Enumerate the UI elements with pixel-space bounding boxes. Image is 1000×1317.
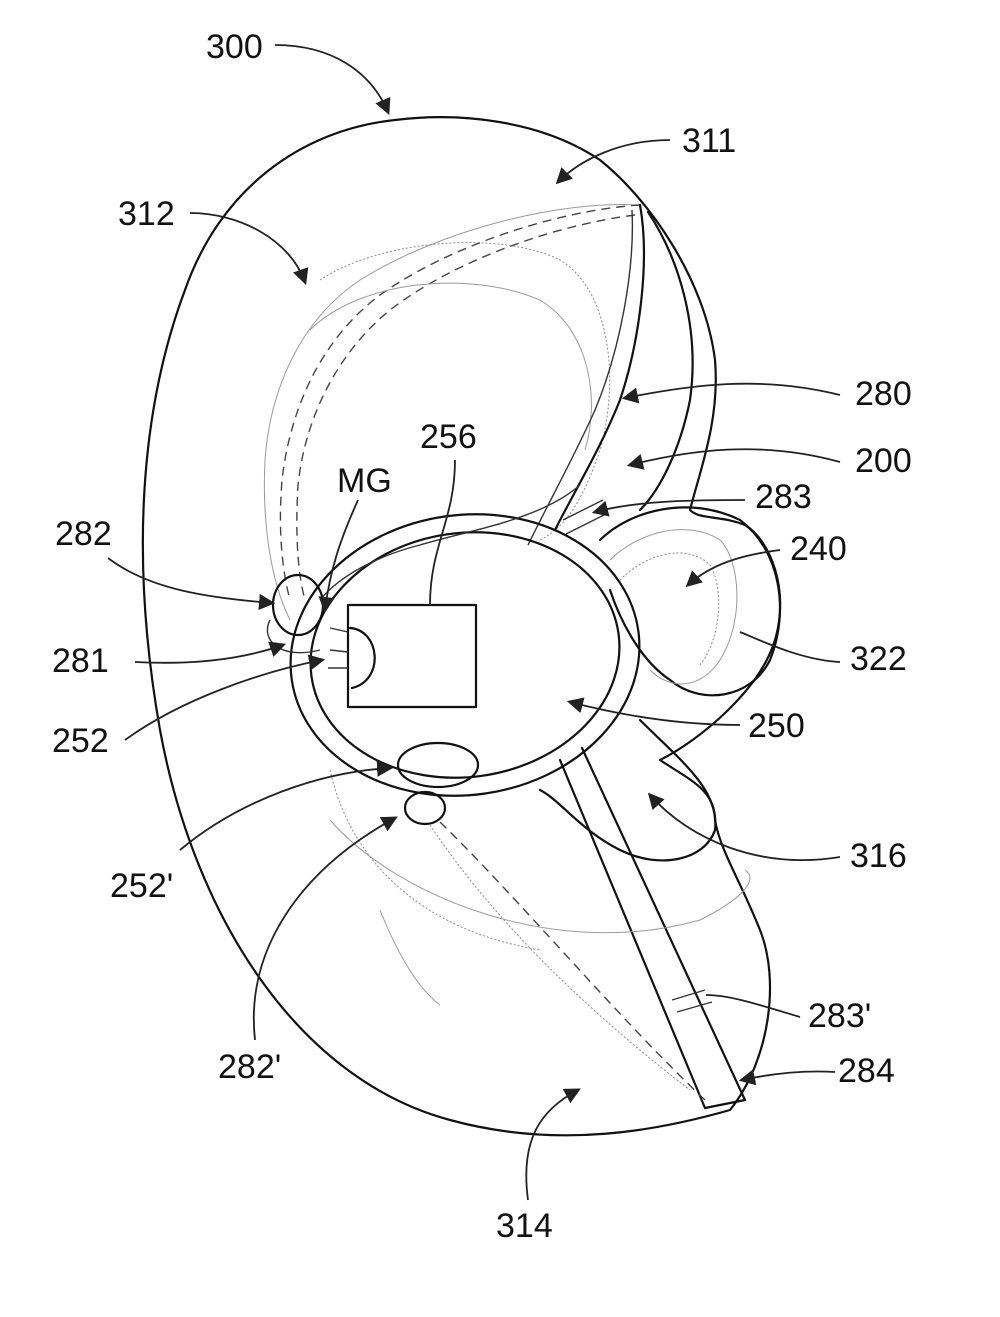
leader-283p — [705, 994, 801, 1018]
ear-outline — [141, 116, 782, 1137]
band-marker-283 — [562, 499, 609, 535]
label-283: 283 — [755, 478, 812, 516]
lobe-curve — [329, 819, 751, 934]
band-280 — [553, 203, 646, 532]
housing-256 — [346, 603, 478, 709]
leader-314 — [525, 1088, 581, 1201]
antihelix-curve-2 — [309, 282, 592, 451]
leader-200 — [626, 448, 841, 470]
leader-MG — [318, 499, 359, 614]
label-322: 322 — [850, 640, 907, 678]
label-284: 284 — [838, 1052, 895, 1090]
label-282: 282 — [55, 515, 112, 553]
leader-311 — [555, 139, 671, 185]
lobe-curve-2 — [329, 769, 541, 951]
tragus-inner — [609, 529, 738, 685]
dashed-lower-2 — [429, 824, 691, 1091]
label-300: 300 — [206, 28, 263, 66]
leader-252 — [124, 654, 326, 741]
leader-300 — [274, 44, 391, 115]
leader-280 — [621, 382, 841, 404]
label-281: 281 — [52, 642, 109, 680]
antitragus-316 — [538, 718, 717, 862]
node-252prime — [396, 741, 480, 789]
mic-lines — [328, 627, 349, 669]
tragus-240 — [598, 506, 782, 697]
mic-grille-mg — [348, 626, 376, 690]
label-250: 250 — [748, 707, 805, 745]
leader-282p — [253, 816, 398, 1041]
band-lower-2 — [580, 746, 747, 1102]
label-311: 311 — [682, 122, 736, 160]
ring-200-inner — [309, 531, 621, 779]
label-283prime: 283' — [808, 997, 871, 1035]
helix-inner-rim — [263, 203, 641, 621]
label-316: 316 — [850, 837, 907, 875]
tragus-inner-2 — [619, 552, 720, 666]
helix-rim-dashed-2 — [296, 214, 636, 601]
antihelix-curve — [319, 242, 611, 541]
leader-322 — [739, 631, 841, 663]
band-lower — [558, 758, 707, 1110]
band-280-edge — [638, 210, 694, 512]
leader-256 — [429, 459, 456, 606]
helix-rim-dashed-1 — [279, 204, 641, 601]
label-280: 280 — [855, 375, 912, 413]
label-200: 200 — [855, 442, 912, 480]
band-marker-283p — [671, 989, 713, 1013]
label-252: 252 — [52, 722, 109, 760]
leader-252p — [179, 760, 394, 851]
dashed-lower-1 — [439, 821, 706, 1101]
label-312: 312 — [118, 195, 175, 233]
leader-312 — [189, 212, 309, 286]
leader-281 — [134, 641, 287, 664]
label-282prime: 282' — [218, 1048, 281, 1086]
leader-284 — [738, 1069, 836, 1086]
label-MG: MG — [337, 462, 392, 500]
band-280-edge-inner — [527, 209, 634, 546]
leader-316 — [647, 792, 841, 861]
label-314: 314 — [496, 1207, 553, 1245]
lobe-curve-3 — [379, 909, 441, 1006]
leader-283 — [591, 499, 746, 517]
label-240: 240 — [790, 530, 847, 568]
label-256: 256 — [420, 418, 477, 456]
leader-240 — [685, 549, 781, 588]
node-282prime — [403, 790, 447, 826]
leader-282 — [107, 557, 276, 611]
band-lower-end — [703, 1098, 747, 1110]
ring-200-outer — [289, 513, 641, 797]
leader-250 — [566, 697, 741, 726]
label-252prime: 252' — [110, 867, 173, 905]
